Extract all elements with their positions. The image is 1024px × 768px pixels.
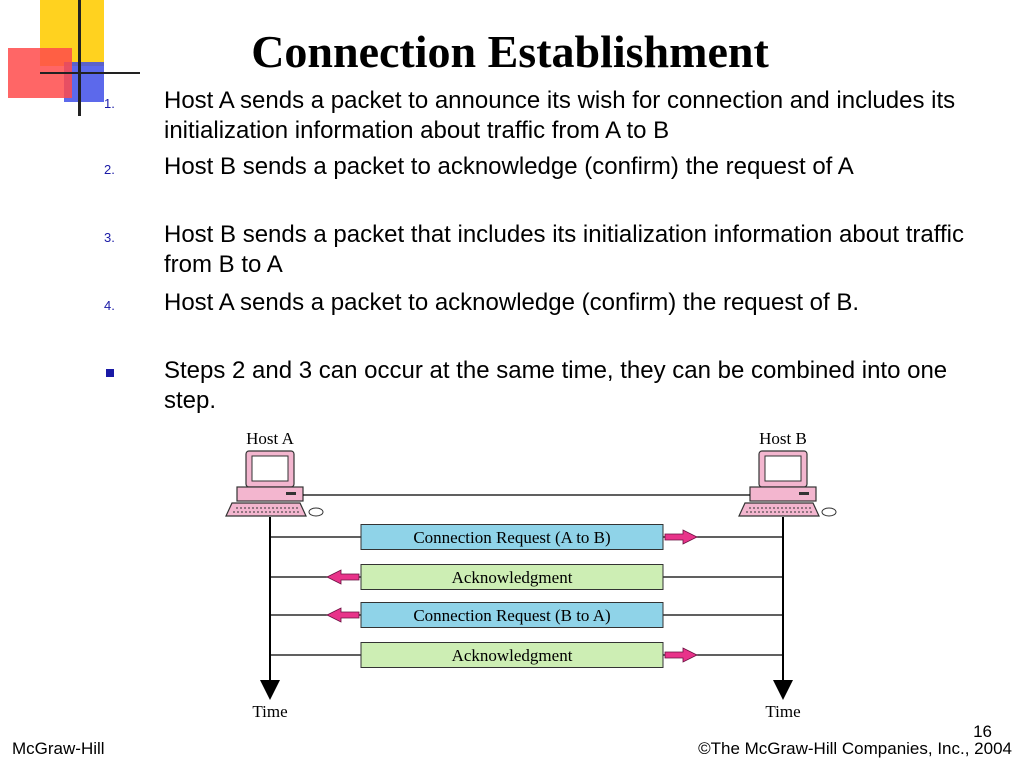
message-label: Connection Request (A to B) <box>413 528 610 547</box>
arrow-right-icon <box>664 529 698 545</box>
message-label: Connection Request (B to A) <box>413 606 610 625</box>
message-rows: Connection Request (A to B) Acknowledgmen… <box>270 524 783 668</box>
step-number: 2. <box>104 162 115 177</box>
message-box <box>360 602 664 628</box>
arrow-left-icon <box>326 607 360 623</box>
message-box <box>360 524 664 550</box>
message-row: Connection Request (A to B) <box>270 524 783 550</box>
computer-b-icon <box>738 450 837 517</box>
slide-title: Connection Establishment <box>251 26 769 77</box>
step-text: Host B sends a packet to acknowledge (co… <box>164 153 854 180</box>
square-bullet-icon <box>106 369 114 377</box>
step-number: 3. <box>104 230 115 245</box>
page-number: 16 <box>973 722 992 741</box>
step-number: 4. <box>104 298 115 313</box>
footer-publisher: McGraw-Hill <box>12 739 105 758</box>
footer-copyright: ©The McGraw-Hill Companies, Inc., 2004 <box>698 739 1012 758</box>
arrow-left-icon <box>326 569 360 585</box>
message-label: Acknowledgment <box>452 646 573 665</box>
step-text: Host A sends a packet to announce its wi… <box>164 87 956 144</box>
host-b-label: Host B <box>759 429 807 448</box>
message-box <box>360 642 664 668</box>
message-box <box>360 564 664 590</box>
message-label: Acknowledgment <box>452 568 573 587</box>
computer-a-icon <box>225 450 324 517</box>
arrow-right-icon <box>664 647 698 663</box>
step-text: Host A sends a packet to acknowledge (co… <box>164 289 860 316</box>
time-b-label: Time <box>765 702 800 721</box>
note-text: Steps 2 and 3 can occur at the same time… <box>164 357 948 414</box>
step-text: Host B sends a packet that includes its … <box>164 221 964 278</box>
host-a-label: Host A <box>246 429 294 448</box>
message-row: Acknowledgment <box>270 564 783 590</box>
step-number: 1. <box>104 96 115 111</box>
time-a-label: Time <box>252 702 287 721</box>
deco-horizontal-line <box>40 72 140 74</box>
message-row: Acknowledgment <box>270 642 783 668</box>
message-row: Connection Request (B to A) <box>270 602 783 628</box>
deco-vertical-line <box>78 0 81 116</box>
